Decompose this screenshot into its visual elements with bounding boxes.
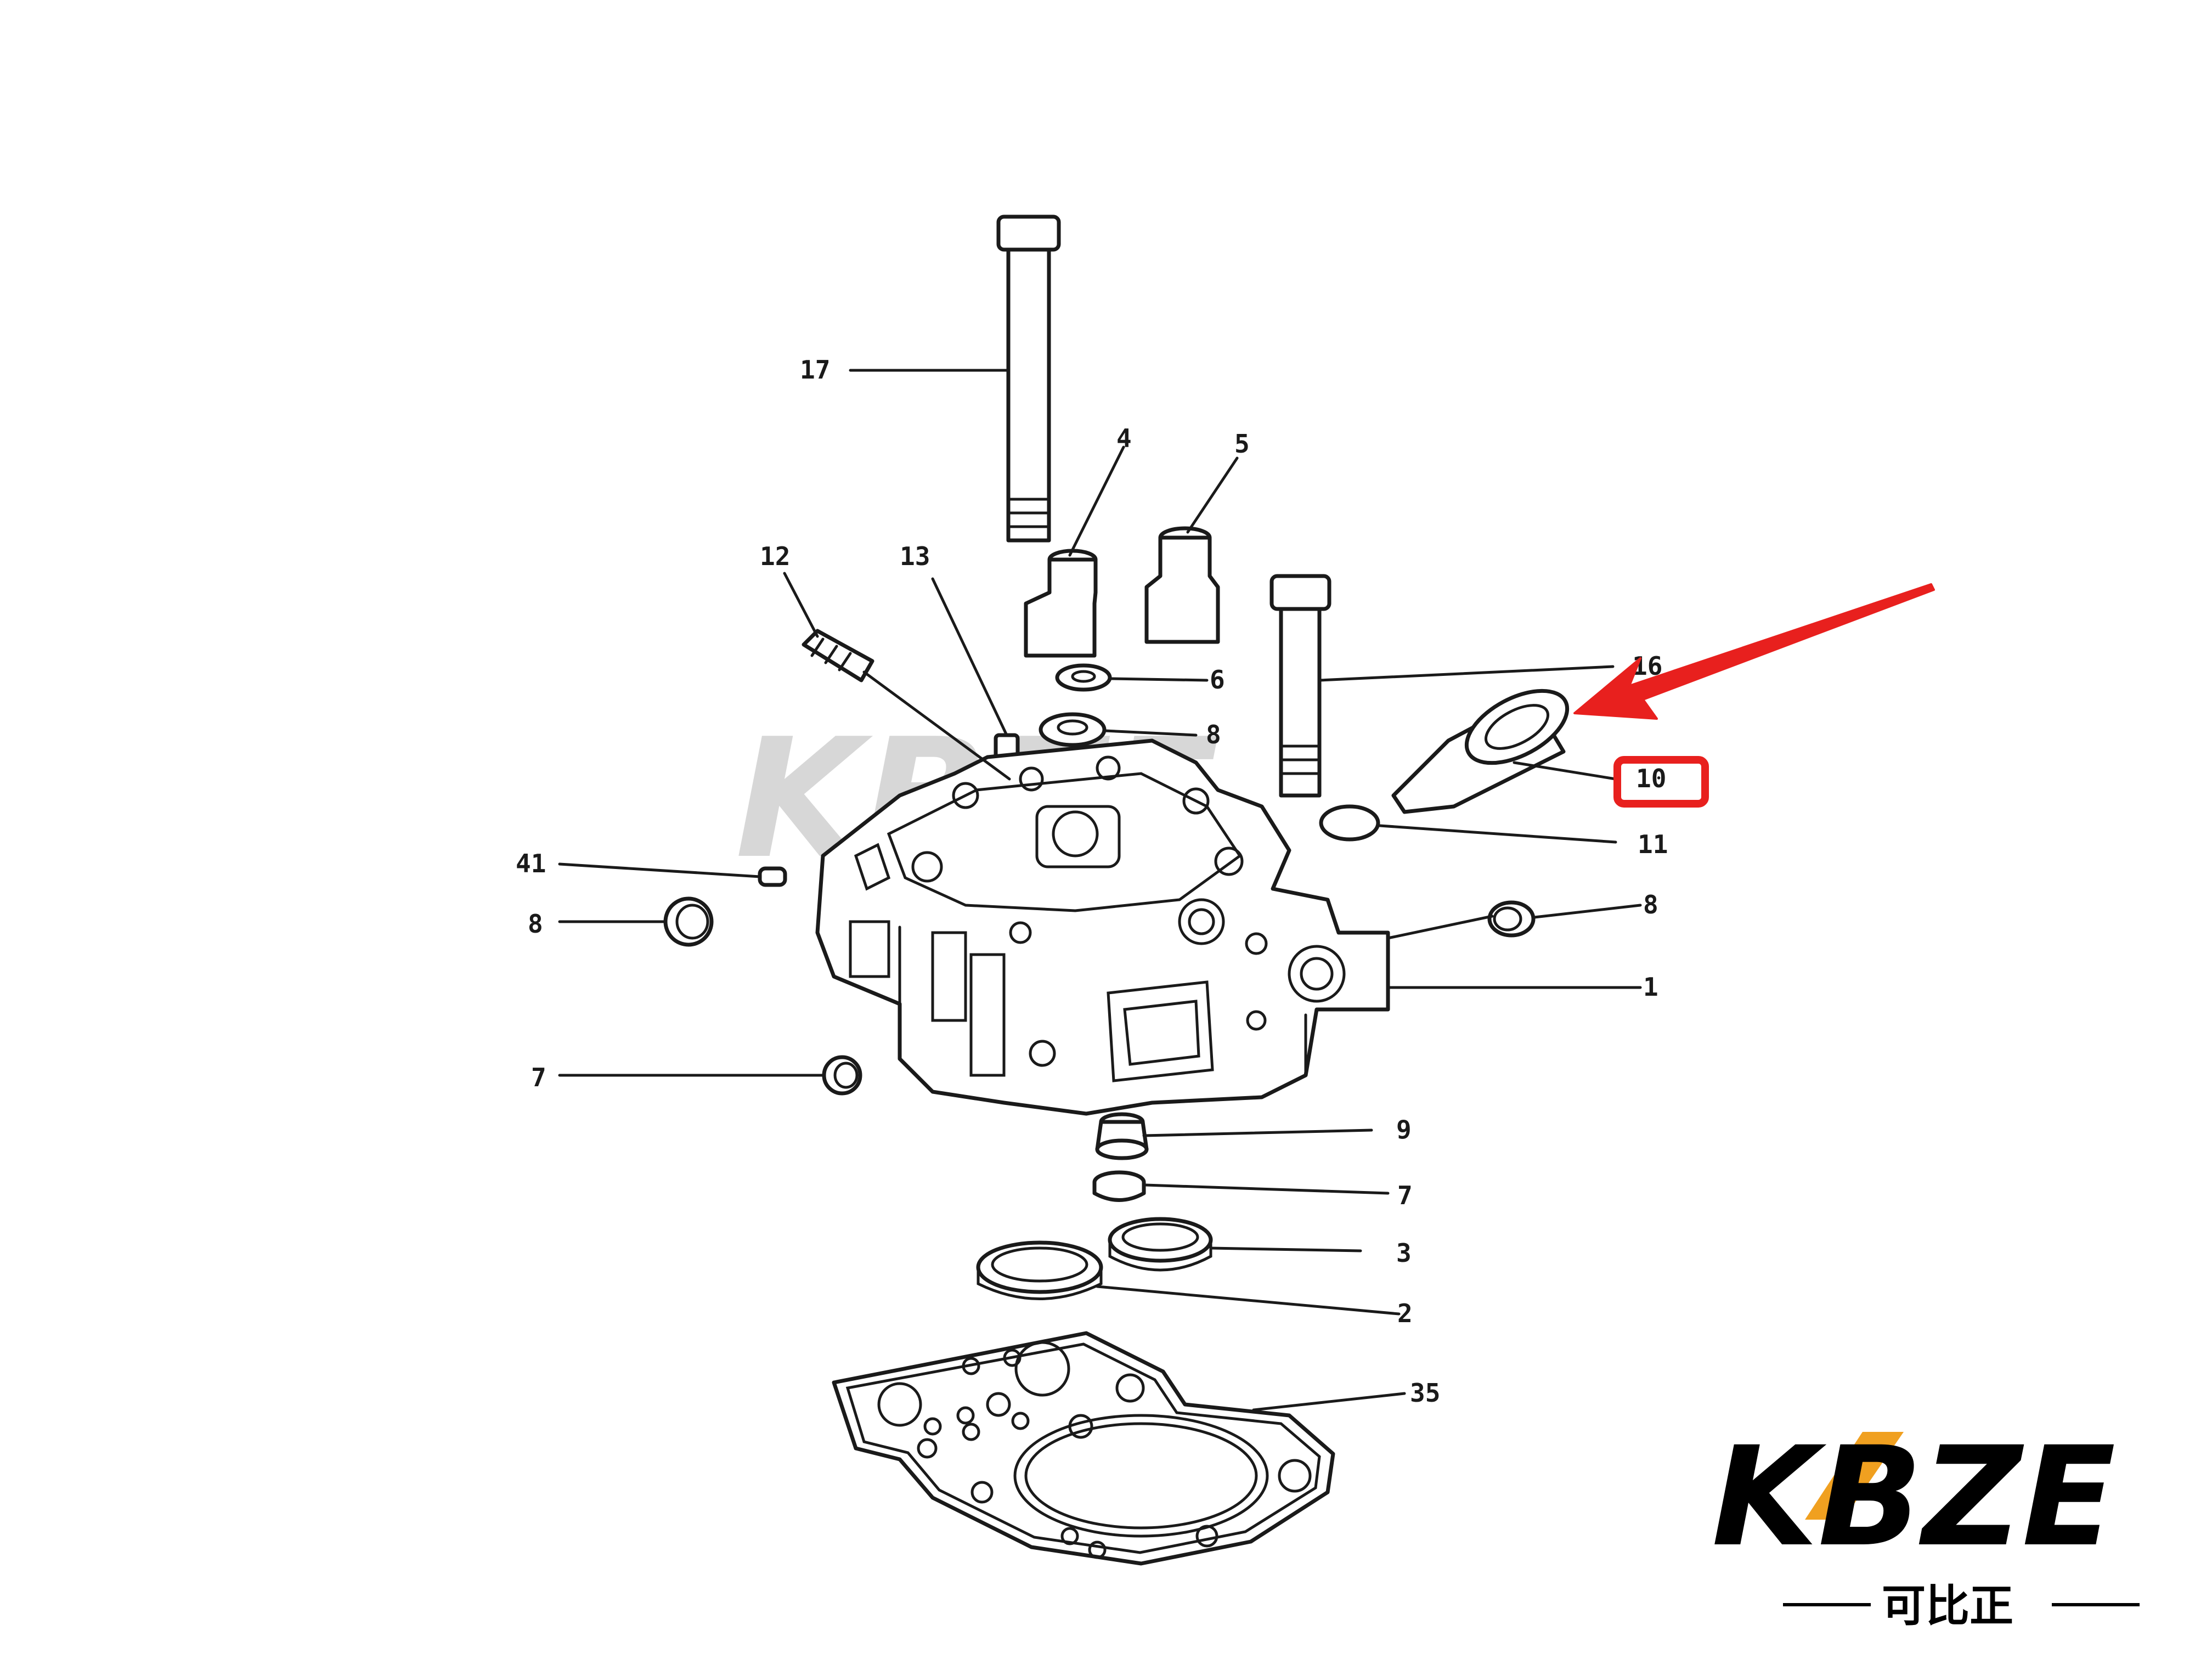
highlight-box bbox=[1613, 756, 1709, 808]
label-1: 1 bbox=[1643, 972, 1658, 1002]
part-35-head-gasket bbox=[832, 1331, 1335, 1566]
part-3-valve-seat bbox=[1108, 1217, 1213, 1272]
label-7-lower: 7 bbox=[1397, 1181, 1413, 1210]
label-4: 4 bbox=[1116, 424, 1132, 453]
label-12: 12 bbox=[760, 541, 790, 571]
part-16-bolt bbox=[1269, 574, 1331, 798]
logo-wordmark: KBZE bbox=[1712, 1417, 2115, 1577]
part-4-valve-guide bbox=[1024, 549, 1098, 658]
label-5: 5 bbox=[1234, 429, 1250, 459]
part-12-stud bbox=[802, 629, 874, 682]
label-8-upper: 8 bbox=[1206, 720, 1221, 749]
logo-subtitle: 可比正 bbox=[1882, 1581, 2013, 1632]
label-17: 17 bbox=[800, 355, 830, 385]
callout-labels: 17 4 5 12 13 6 16 8 10 11 41 8 8 1 7 9 7… bbox=[516, 355, 1668, 1408]
part-17-bolt bbox=[996, 215, 1061, 543]
part-9-plug bbox=[1095, 1112, 1149, 1160]
label-11: 11 bbox=[1638, 830, 1668, 859]
brand-logo: KBZE 可比正 bbox=[1712, 1417, 2140, 1632]
label-9: 9 bbox=[1396, 1115, 1412, 1144]
label-35: 35 bbox=[1410, 1378, 1440, 1408]
label-13: 13 bbox=[900, 541, 930, 571]
part-6-washer bbox=[1055, 663, 1112, 692]
part-8-right-plug bbox=[1487, 900, 1536, 938]
part-7-lower-ring bbox=[1092, 1170, 1146, 1202]
part-8-upper-seal bbox=[1039, 712, 1107, 747]
part-2-valve-seat bbox=[976, 1240, 1103, 1300]
label-8-right: 8 bbox=[1643, 890, 1658, 919]
label-41: 41 bbox=[516, 849, 546, 878]
red-arrow-icon bbox=[1573, 583, 1935, 720]
part-1-cylinder-head bbox=[815, 738, 1390, 1116]
highlight-annotation bbox=[1573, 583, 1935, 808]
label-10: 10 bbox=[1636, 764, 1666, 793]
logo-accent-icon bbox=[1805, 1432, 1904, 1520]
part-11-o-ring bbox=[1319, 804, 1380, 842]
label-2: 2 bbox=[1397, 1299, 1413, 1328]
part-41-pin bbox=[758, 866, 787, 887]
label-3: 3 bbox=[1396, 1238, 1412, 1268]
part-10-nozzle-sleeve bbox=[1391, 689, 1570, 814]
part-8-left-plug bbox=[663, 896, 714, 947]
part-7-left-plug bbox=[822, 1055, 862, 1096]
label-6: 6 bbox=[1210, 665, 1225, 695]
leader-lines bbox=[558, 369, 1642, 1412]
label-7-left: 7 bbox=[531, 1063, 546, 1092]
part-5-valve-guide bbox=[1144, 526, 1220, 644]
label-8-left: 8 bbox=[528, 909, 543, 939]
